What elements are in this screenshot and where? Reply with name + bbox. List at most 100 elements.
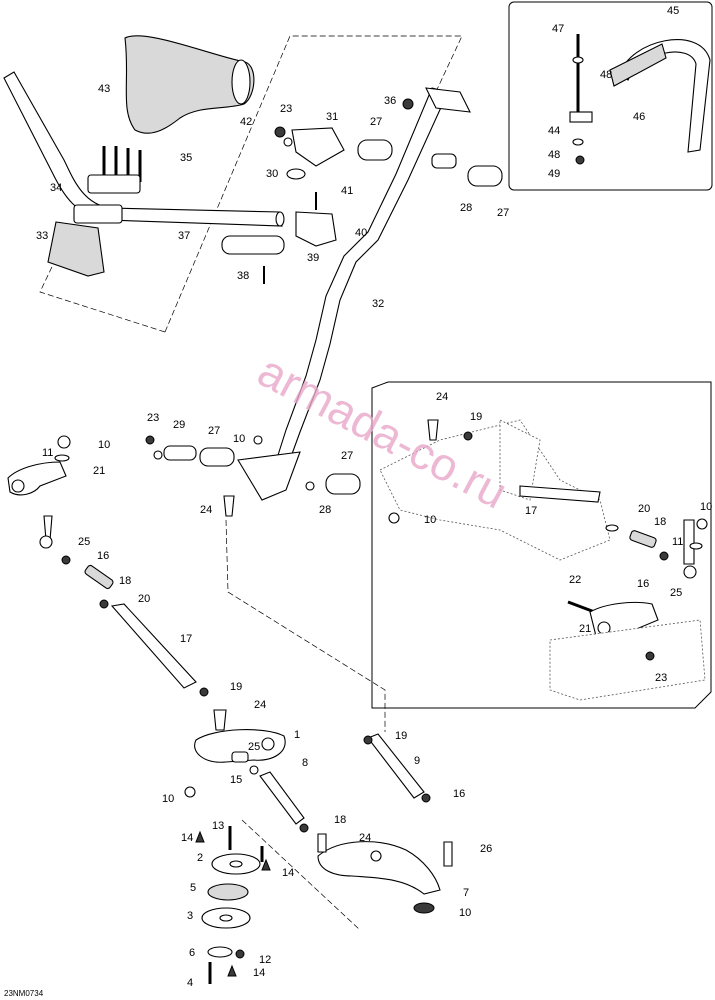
nut-10-mid [253, 435, 263, 445]
callout-42: 42 [240, 116, 252, 128]
nut-19-low [363, 735, 373, 745]
callout-37: 37 [178, 230, 190, 242]
callout-10: 10 [700, 501, 712, 513]
callout-25: 25 [248, 741, 260, 753]
callout-27: 27 [208, 425, 220, 437]
callout-13: 13 [212, 820, 224, 832]
nut-23 [274, 126, 286, 138]
handle-foam [609, 43, 667, 87]
washer-6 [207, 946, 233, 958]
nut-10-left [57, 435, 71, 449]
bushing-5 [207, 883, 249, 901]
nut-10-right [388, 512, 400, 524]
nut-10-far [696, 518, 708, 530]
callout-12: 12 [259, 954, 271, 966]
rod-8 [259, 771, 305, 825]
callout-27: 27 [497, 207, 509, 219]
callout-28: 28 [460, 202, 472, 214]
callout-23: 23 [147, 412, 159, 424]
nut-19-right [463, 431, 473, 441]
callout-16: 16 [97, 550, 109, 562]
tie-rod-end-25-right [683, 519, 695, 565]
callout-16: 16 [453, 788, 465, 800]
callout-28: 28 [319, 504, 331, 516]
callout-8: 8 [302, 757, 308, 769]
ball-stud-24-mid [223, 495, 235, 517]
callout-10: 10 [233, 433, 245, 445]
callout-48: 48 [548, 149, 560, 161]
arm7-hole [370, 850, 382, 862]
arm-hole [11, 479, 25, 493]
o-ring [286, 168, 306, 180]
nut-23-mid [145, 435, 155, 445]
nut-18-low [299, 823, 309, 833]
callout-19: 19 [470, 411, 482, 423]
clamp-44 [569, 111, 593, 123]
callout-23: 23 [280, 103, 292, 115]
nut-23-mid-b [153, 450, 163, 460]
drawing-code: 23NM0734 [4, 989, 44, 998]
callout-36: 36 [384, 95, 396, 107]
ski-leg-outline [379, 419, 611, 561]
callout-20: 20 [138, 593, 150, 605]
callout-24: 24 [436, 391, 448, 403]
assembly-outline-mid [225, 519, 386, 732]
callout-39: 39 [307, 252, 319, 264]
callout-22: 22 [569, 574, 581, 586]
inset-frame-right [371, 381, 712, 709]
washer-48a [572, 56, 584, 64]
jam-nut-16 [61, 555, 71, 565]
callout-10: 10 [424, 514, 436, 526]
callout-24: 24 [359, 832, 371, 844]
pad-end [231, 59, 251, 105]
callout-24: 24 [254, 699, 266, 711]
sleeve-18-right [629, 530, 657, 548]
callout-25: 25 [78, 536, 90, 548]
callout-30: 30 [266, 168, 278, 180]
column-top-plate [425, 87, 471, 113]
spacer-28 [431, 153, 457, 169]
arm1-hole [261, 737, 275, 751]
washer-48b [572, 138, 584, 146]
ball-joint-upper-1 [357, 139, 393, 161]
ball-stud-24-low [213, 709, 227, 731]
callout-15: 15 [230, 774, 242, 786]
callout-6: 6 [189, 947, 195, 959]
tie-rod-17-right [519, 485, 601, 503]
callout-17: 17 [180, 633, 192, 645]
callout-17: 17 [525, 505, 537, 517]
tie-rod-eye-25-right [683, 565, 697, 579]
threadlocker-icon-14b [261, 858, 271, 871]
washer-11-right [689, 542, 703, 550]
lower-clamp [73, 204, 123, 224]
callout-7: 7 [463, 887, 469, 899]
callout-5: 5 [190, 882, 196, 894]
inset-frame-top-right [508, 1, 713, 191]
nut-15 [249, 765, 259, 775]
steering-bracket [291, 127, 345, 167]
callout-40: 40 [355, 227, 367, 239]
ball-joint-mid-2 [325, 473, 361, 495]
callout-33: 33 [36, 230, 48, 242]
callout-11: 11 [672, 536, 683, 548]
throttle-housing [295, 211, 337, 247]
callout-23: 23 [655, 672, 667, 684]
column-bottom-arm [237, 451, 301, 501]
callout-32: 32 [372, 298, 384, 310]
ball-stud-26 [443, 841, 453, 867]
nut-23b [283, 137, 293, 147]
callout-48: 48 [600, 69, 612, 81]
callout-14: 14 [253, 967, 265, 979]
plate-2-hole [229, 860, 243, 868]
grip [221, 235, 285, 255]
nut-20-right [605, 524, 619, 532]
assembly-outline [164, 35, 463, 333]
callout-47: 47 [552, 23, 564, 35]
ball-stud-24-arm7 [317, 833, 327, 853]
tie-rod-eye-25 [39, 535, 53, 549]
callout-45: 45 [667, 5, 679, 17]
spindle-outline [499, 419, 541, 501]
steering-arm-7 [317, 841, 441, 895]
